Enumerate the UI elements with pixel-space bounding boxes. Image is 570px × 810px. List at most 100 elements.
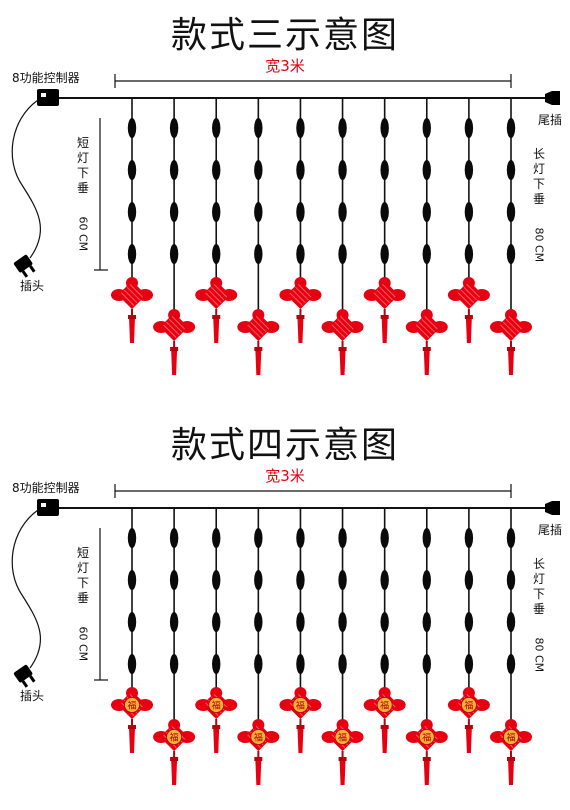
controller-label: 8功能控制器 xyxy=(12,71,80,85)
knot-weave xyxy=(421,318,435,333)
controller-button xyxy=(41,93,46,97)
knot-body xyxy=(496,312,526,342)
knot-body xyxy=(328,312,357,342)
power-cable xyxy=(11,509,42,669)
long-drop-char: 垂 xyxy=(532,602,545,616)
long-drop-char: 长 xyxy=(532,557,545,571)
knot-weave xyxy=(213,284,228,298)
knot-body xyxy=(117,280,147,310)
short-drop-char: 垂 xyxy=(76,591,89,605)
bulb xyxy=(380,570,389,590)
light-strand xyxy=(380,98,389,280)
plug-prong xyxy=(21,270,29,278)
fu-character: 福 xyxy=(422,732,431,744)
knot-tassel-cap xyxy=(464,725,473,729)
fu-character: 福 xyxy=(212,700,221,712)
bulb xyxy=(169,528,179,548)
bulb xyxy=(338,570,347,590)
knot-tassel xyxy=(423,349,430,375)
knot-body xyxy=(370,280,399,310)
style-4-title: 款式四示意图 xyxy=(170,425,399,466)
bulb xyxy=(212,528,221,548)
plug-body xyxy=(13,664,33,683)
light-strand xyxy=(169,98,179,312)
knot-weave xyxy=(121,292,135,306)
knot-tassel-cap xyxy=(170,347,179,351)
bulb xyxy=(254,202,263,222)
short-drop-char: 短 xyxy=(76,546,89,560)
knot-tassel xyxy=(508,759,514,785)
tail-plug-connector xyxy=(545,501,560,515)
knot-tassel xyxy=(255,349,262,375)
light-strand xyxy=(254,98,263,312)
chinese-knot-ornament: 福 xyxy=(279,687,322,753)
light-strand xyxy=(338,98,347,312)
knot-weave xyxy=(126,286,141,301)
long-drop-label: 长 灯 下 垂 80 CM xyxy=(530,557,548,673)
style-3-drawing xyxy=(11,74,560,375)
long-drop-char: 灯 xyxy=(532,162,545,176)
plug-body xyxy=(13,254,33,273)
knot-weave xyxy=(415,324,430,338)
knot-weave xyxy=(292,289,306,304)
knot-weave xyxy=(210,286,225,301)
light-strand xyxy=(127,508,137,690)
bulb xyxy=(296,160,305,180)
knot-weave xyxy=(379,286,393,301)
bulb xyxy=(212,160,221,180)
light-strand xyxy=(506,98,516,312)
bulb xyxy=(464,570,474,590)
bulb xyxy=(127,528,137,548)
chinese-knot-ornament xyxy=(279,277,322,343)
bulb xyxy=(296,244,305,264)
long-drop-char: 长 xyxy=(532,147,545,161)
long-drop-char: 下 xyxy=(532,177,545,191)
bulb xyxy=(169,160,179,180)
knot-body xyxy=(286,280,315,310)
knot-tassel-cap xyxy=(296,725,305,729)
chinese-knot-ornament: 福 xyxy=(195,687,238,753)
fu-character: 福 xyxy=(127,700,136,712)
knot-tassel xyxy=(381,317,388,343)
knot-weave xyxy=(129,284,143,298)
short-drop-value: 60 CM xyxy=(76,626,90,662)
knot-body xyxy=(159,312,189,342)
chinese-knot-ornament xyxy=(321,309,364,375)
bulb xyxy=(338,612,347,632)
knot-tassel xyxy=(297,317,304,343)
bulb xyxy=(296,612,305,632)
fu-character: 福 xyxy=(464,700,473,712)
knot-tassel xyxy=(381,727,388,753)
knot-tassel-cap xyxy=(464,315,473,319)
light-strand xyxy=(212,98,221,280)
bulb xyxy=(338,118,347,138)
knot-weave xyxy=(508,316,522,330)
bulb xyxy=(338,528,347,548)
light-strand xyxy=(212,508,221,690)
knot-weave xyxy=(505,318,520,333)
fu-medallion xyxy=(292,697,309,713)
bulb xyxy=(296,570,305,590)
bulb xyxy=(169,570,179,590)
knot-weave xyxy=(373,292,388,306)
bulb xyxy=(254,612,263,632)
knot-tassel-cap xyxy=(254,347,263,351)
knot-tassel-cap xyxy=(507,757,515,761)
chinese-knot-ornament: 福 xyxy=(153,719,196,785)
knot-tassel xyxy=(423,759,430,785)
knot-weave xyxy=(457,292,472,306)
knot-tassel xyxy=(465,727,472,753)
knot-tassel xyxy=(339,349,346,375)
short-drop-label: 短 灯 下 垂 60 CM xyxy=(74,136,92,251)
light-strand xyxy=(422,98,431,312)
fu-medallion xyxy=(418,729,435,745)
bulb xyxy=(422,612,431,632)
fu-medallion xyxy=(166,729,183,745)
long-drop-value: 80 CM xyxy=(532,637,546,673)
chinese-knot-ornament xyxy=(447,277,490,343)
bulb xyxy=(422,570,431,590)
bulb xyxy=(127,570,137,590)
chinese-knot-ornament xyxy=(363,277,406,343)
knot-weave xyxy=(295,286,309,301)
